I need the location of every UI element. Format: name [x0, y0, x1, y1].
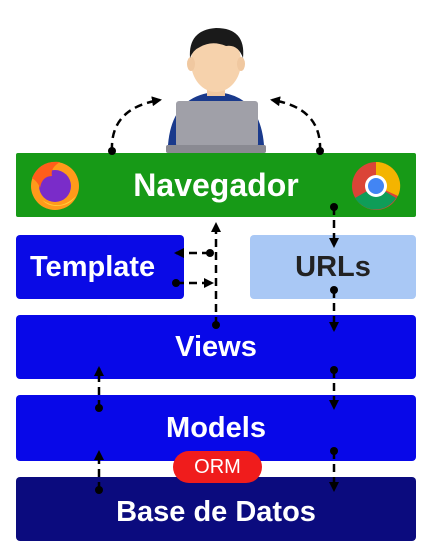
template-box: Template: [16, 235, 184, 299]
navegador-label: Navegador: [133, 166, 299, 203]
dot: [330, 447, 338, 455]
models-label: Models: [166, 411, 266, 444]
views-label: Views: [175, 330, 257, 363]
orm-label: ORM: [194, 455, 241, 478]
dot: [330, 366, 338, 374]
models-box: Models: [16, 395, 416, 461]
template-label: Template: [30, 250, 156, 283]
urls-label: URLs: [295, 250, 371, 283]
arrow-navegador-to-user-left: [110, 96, 162, 152]
dot: [95, 486, 103, 494]
orm-badge: ORM: [173, 451, 262, 483]
dot: [95, 404, 103, 412]
dot: [316, 147, 324, 155]
base-de-datos-label: Base de Datos: [116, 495, 316, 528]
dot: [108, 147, 116, 155]
dot: [330, 286, 338, 294]
laptop-icon: [166, 101, 266, 153]
dot: [172, 279, 180, 287]
base-de-datos-box: Base de Datos: [16, 477, 416, 541]
dot: [206, 249, 214, 257]
arrow-navegador-to-user-right: [270, 96, 322, 152]
dot: [212, 321, 220, 329]
navegador-box: Navegador: [16, 153, 416, 217]
dot: [330, 203, 338, 211]
